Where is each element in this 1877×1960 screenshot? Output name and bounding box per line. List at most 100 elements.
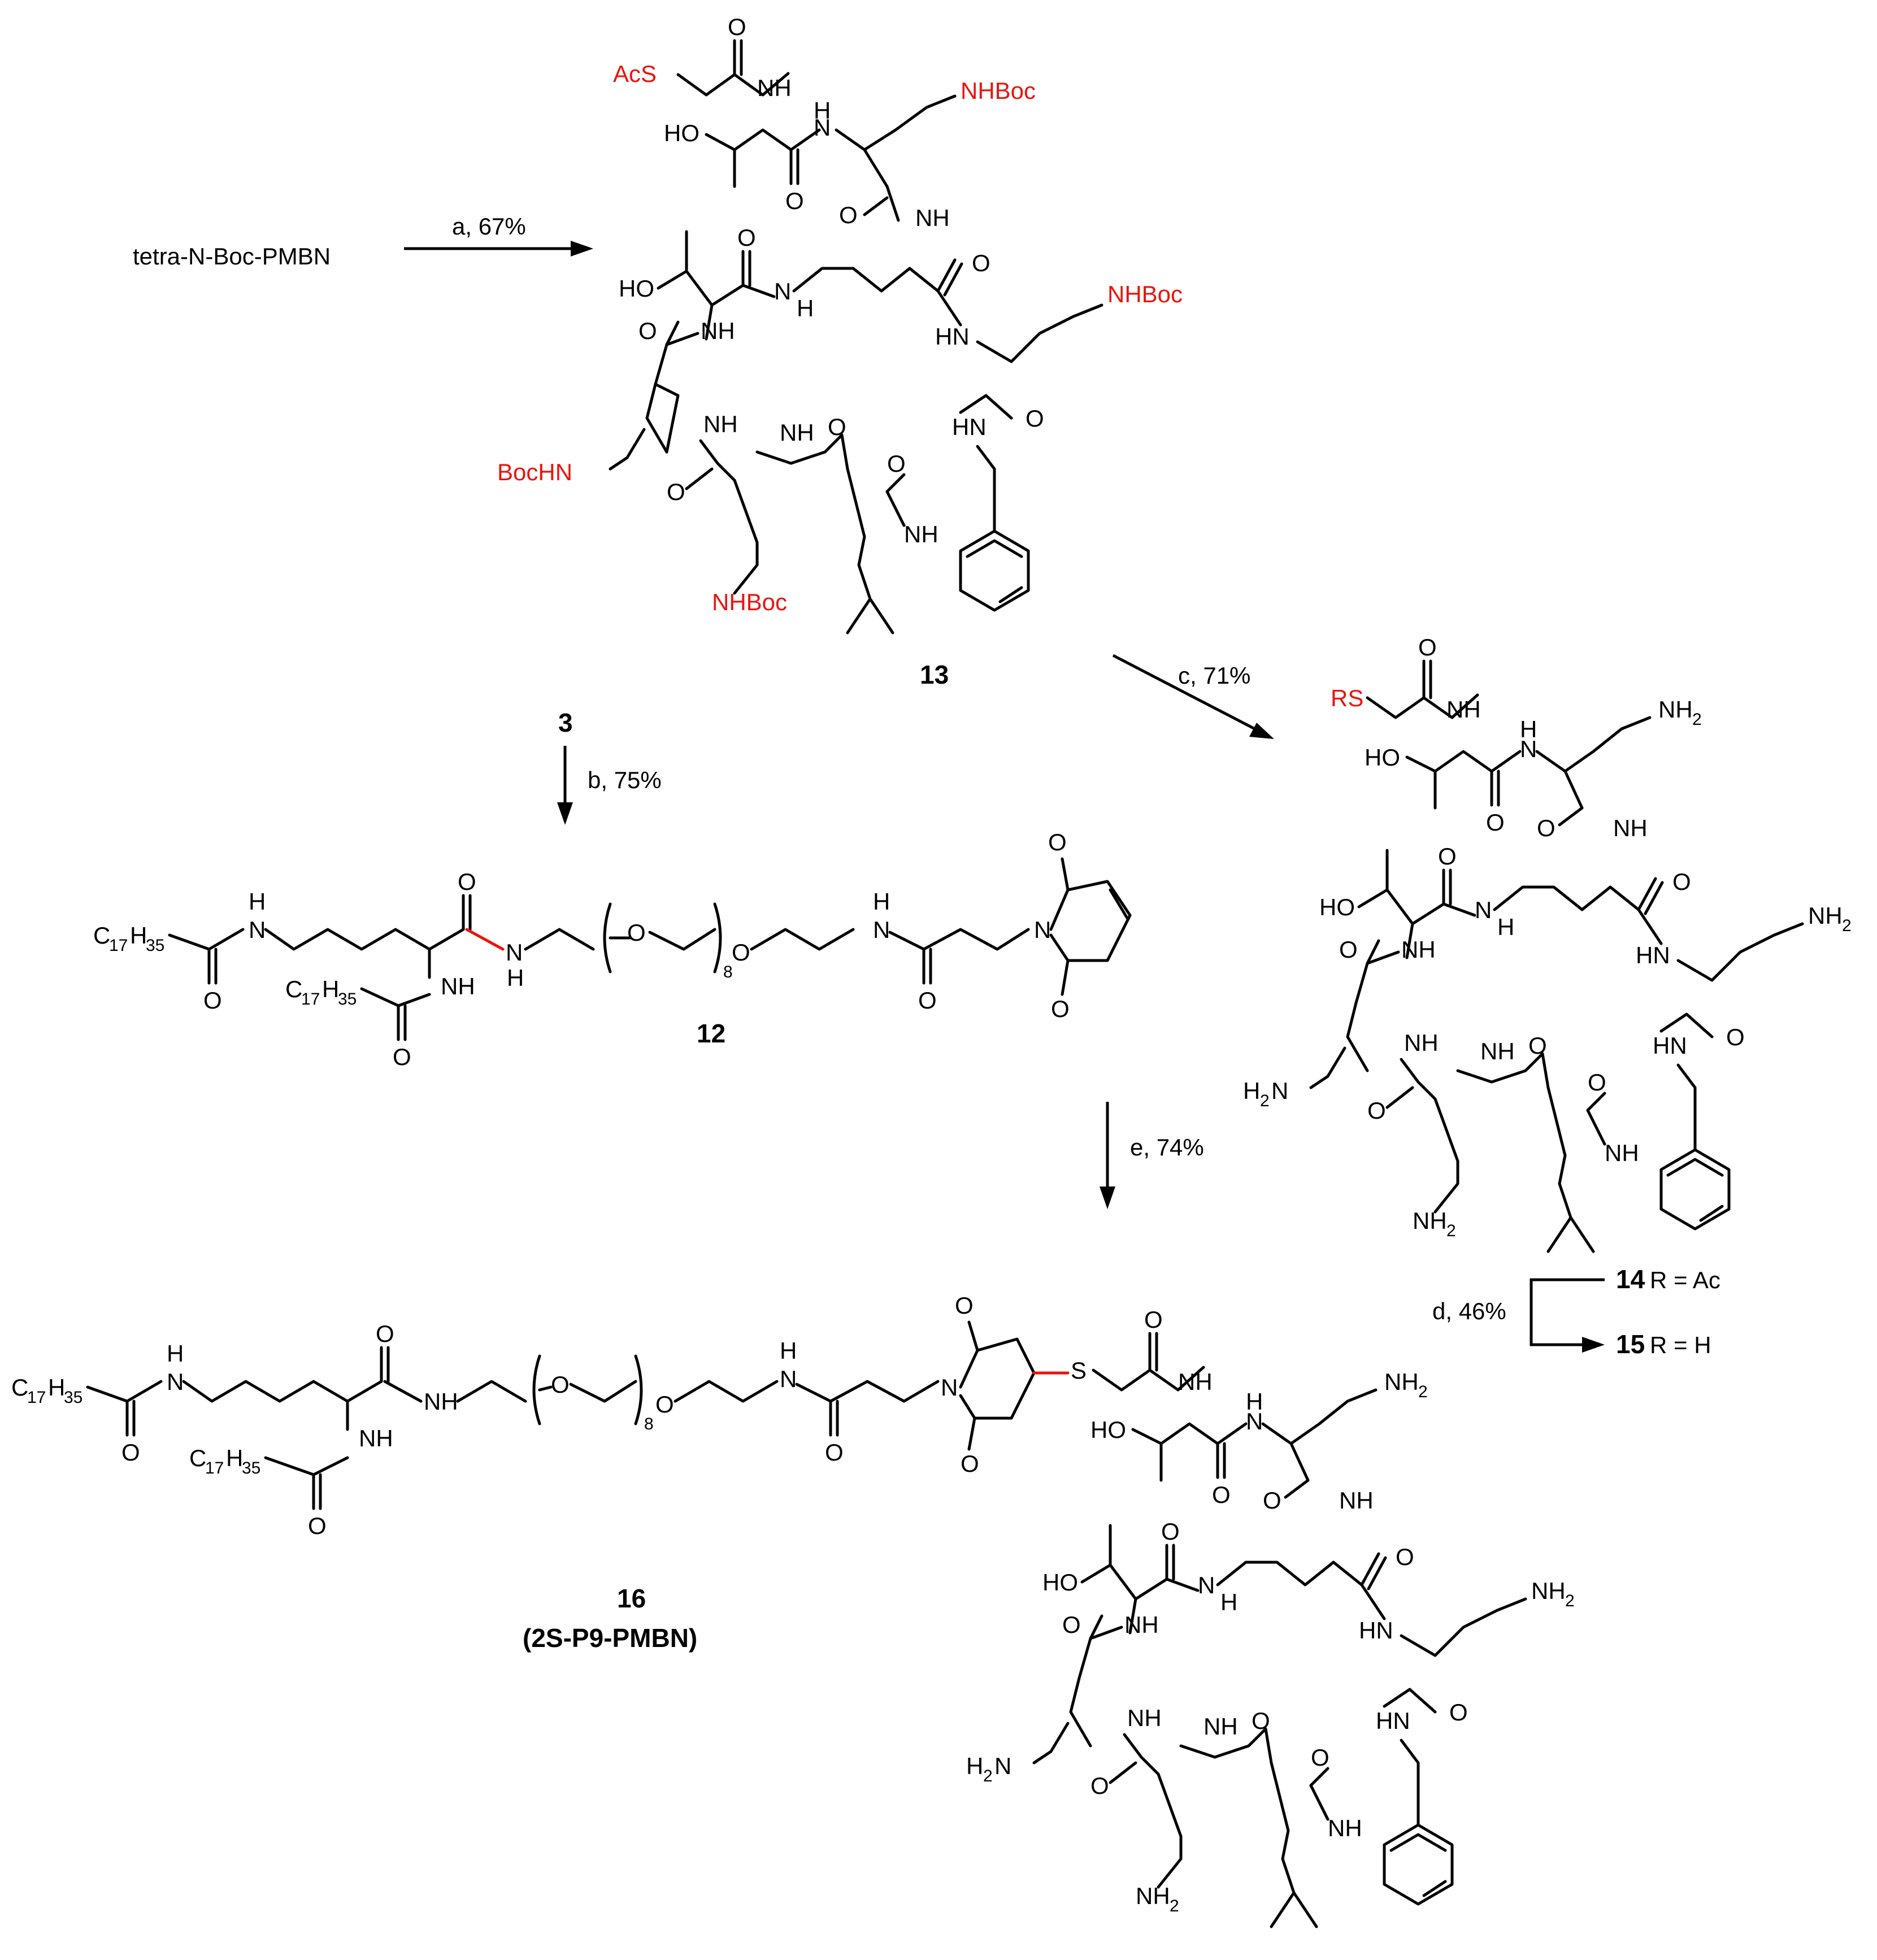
label-o: O [961, 1450, 979, 1477]
label-rs: RS [1331, 685, 1363, 711]
label-c17: 17 [109, 936, 128, 955]
label-hn: HN [1376, 1707, 1410, 1734]
label-n: N [780, 1366, 797, 1392]
arrowhead-step-c [1249, 723, 1274, 739]
label-nh: NH [703, 411, 738, 437]
label-h: H [226, 1445, 243, 1471]
label-hn: HN [1636, 942, 1670, 968]
label-h: H [873, 888, 890, 915]
label-nh: NH [1203, 1713, 1238, 1740]
arrow-step-c [1112, 654, 1267, 736]
label-n: N [1034, 916, 1051, 943]
arrow-step-d [1530, 1278, 1605, 1346]
label-o: O [1396, 1544, 1414, 1570]
label-h: H [322, 976, 339, 1002]
label-two: 2 [1260, 1092, 1270, 1110]
label-o: O [1588, 1069, 1606, 1096]
label-eight: 8 [723, 963, 733, 981]
compound-15-label: 15 [1616, 1329, 1645, 1359]
step-d-label: d, 46% [1432, 1298, 1506, 1324]
label-h: H [1497, 914, 1514, 940]
label-h: H [249, 888, 266, 915]
label-n: N [167, 1368, 184, 1395]
label-c: C [285, 976, 302, 1002]
label-two: 2 [1170, 1897, 1179, 1915]
label-two: 2 [1418, 1383, 1428, 1401]
label-n: N [994, 1753, 1011, 1779]
label-o: O [1311, 1744, 1329, 1771]
label-nh2: NH [1658, 696, 1693, 723]
label-nh: NH [1605, 1140, 1639, 1166]
label-o: O [638, 318, 657, 344]
label-nh: NH [757, 75, 792, 101]
label-o: O [785, 188, 804, 214]
compound-16-name: (2S-P9-PMBN) [523, 1623, 697, 1653]
label-h: H [130, 922, 147, 949]
label-hn: HN [952, 414, 987, 440]
label-nh2: NH [1808, 902, 1843, 929]
label-o: O [393, 1044, 411, 1070]
label-ho: HO [1365, 744, 1400, 771]
label-nh: NH [1446, 696, 1481, 723]
label-o: O [728, 14, 746, 40]
label-two: 2 [1565, 1592, 1575, 1610]
compound-13-label: 13 [920, 660, 949, 689]
label-o: O [627, 919, 646, 946]
compound-14-label: 14 [1616, 1264, 1645, 1294]
label-h: H [797, 295, 814, 321]
label-o: O [458, 868, 476, 895]
label-o: O [667, 479, 685, 505]
label-two: 2 [983, 1767, 993, 1785]
label-acs: AcS [613, 60, 657, 87]
label-c17: 17 [301, 990, 320, 1009]
label-nh2: NH [1384, 1368, 1419, 1395]
label-n: N [1198, 1572, 1215, 1598]
label-nh: NH [359, 1425, 393, 1451]
label-o: O [1212, 1481, 1231, 1508]
label-o: O [732, 939, 750, 966]
label-hn: HN [935, 323, 970, 350]
label-o: O [1449, 1699, 1468, 1726]
label-nh: NH [915, 205, 950, 231]
label-o: O [1528, 1032, 1547, 1059]
label-bochn: BocHN [497, 459, 572, 485]
label-hn: HN [1653, 1032, 1687, 1059]
label-h2n: H [1243, 1077, 1260, 1104]
label-nh: NH [1613, 815, 1648, 841]
label-o: O [121, 1439, 140, 1466]
label-ho: HO [1319, 894, 1355, 920]
step-e-label: e, 74% [1130, 1134, 1204, 1161]
label-hn: HN [1359, 1617, 1393, 1644]
label-h2n: H [966, 1753, 983, 1779]
label-o: O [1726, 1024, 1745, 1050]
label-c17: 17 [27, 1388, 46, 1407]
label-o: O [1026, 405, 1044, 432]
label-nh: NH [904, 521, 938, 547]
arrowhead-step-b [557, 802, 573, 825]
label-o: O [376, 1320, 394, 1347]
label-two: 2 [1842, 916, 1852, 935]
label-nhboc: NHBoc [712, 589, 787, 615]
label-c: C [189, 1445, 206, 1471]
label-o: O [1418, 634, 1437, 660]
label-two: 2 [1446, 1222, 1456, 1240]
label-h35: 35 [242, 1459, 260, 1477]
label-h35: 35 [338, 990, 357, 1009]
label-o: O [918, 987, 937, 1014]
label-nh: NH [1178, 1368, 1213, 1395]
label-n: N [774, 278, 791, 305]
label-o: O [1144, 1306, 1163, 1333]
label-h: H [814, 97, 831, 124]
label-o: O [1486, 809, 1505, 836]
label-n: N [1475, 897, 1492, 923]
label-o: O [1367, 1097, 1386, 1124]
label-h: H [48, 1374, 65, 1401]
label-nh: NH [424, 1388, 458, 1415]
label-h: H [507, 964, 524, 991]
label-o: O [955, 1292, 974, 1319]
label-n: N [506, 939, 523, 966]
compound-16-label: 16 [617, 1584, 646, 1613]
label-o: O [1161, 1518, 1180, 1545]
label-o: O [1051, 996, 1070, 1022]
